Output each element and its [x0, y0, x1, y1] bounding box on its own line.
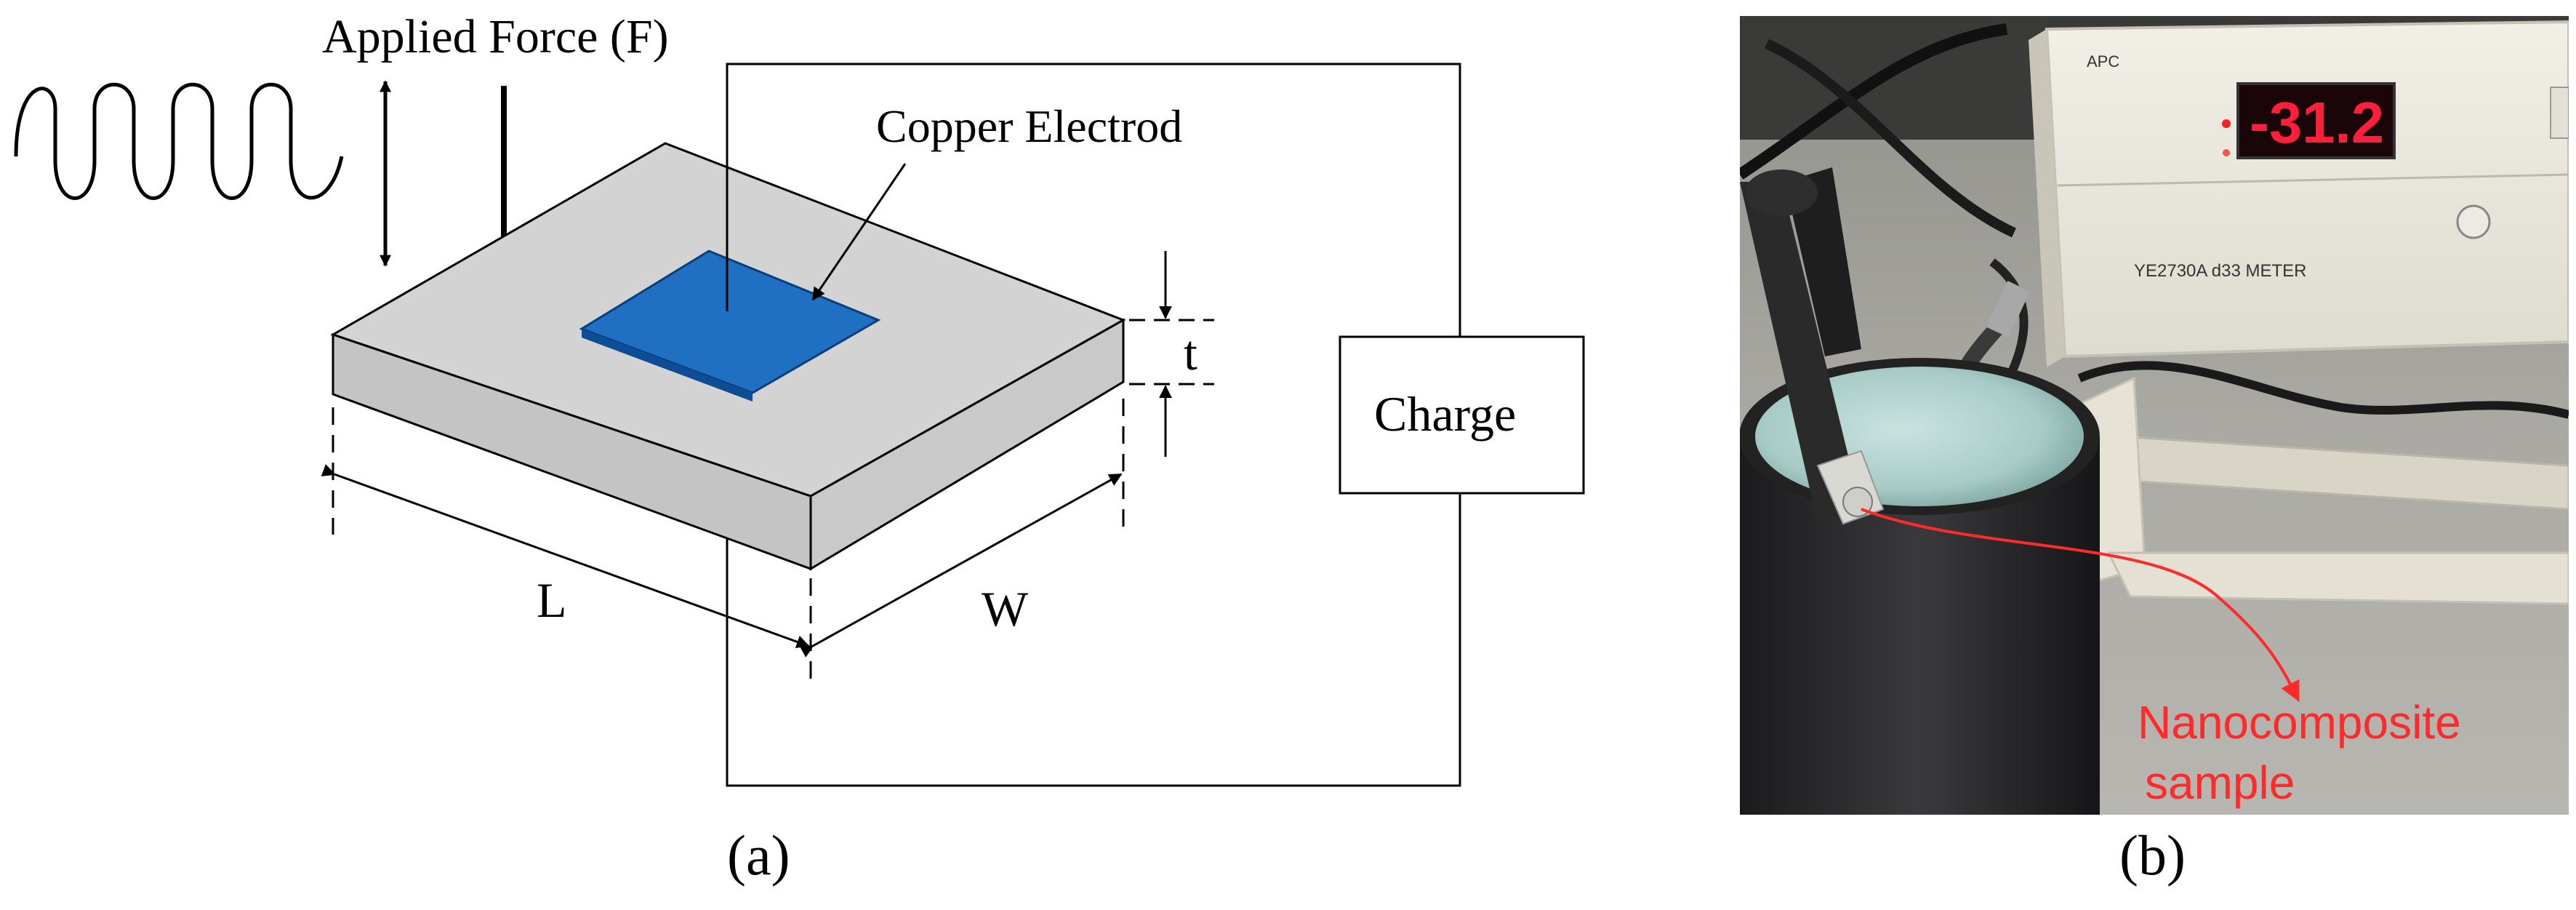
sample-annotation-line-2: sample: [2145, 757, 2295, 809]
length-label: L: [537, 572, 567, 628]
electrode-label: Copper Electrod: [876, 100, 1182, 152]
meter-brand: APC: [2087, 52, 2119, 71]
meter-model: YE2730A d33 METER: [2134, 261, 2306, 281]
caption-b: (b): [2119, 823, 2186, 887]
width-arrow: [799, 473, 1123, 658]
caption-a: (a): [727, 823, 790, 887]
applied-force-label: Applied Force (F): [322, 10, 669, 63]
meter-display-panel: [2236, 82, 2396, 159]
panel-a-schematic: Applied Force (F) Copper Electrod t L W …: [14, 10, 1585, 887]
electrode-leader-arrow: [811, 163, 907, 301]
sample-annotation-line-1: Nanocomposite: [2138, 696, 2461, 749]
thickness-dimension: [1129, 251, 1214, 457]
sine-wave-icon: [14, 82, 344, 200]
circuit-wire-bottom: [726, 493, 1461, 787]
sample-pointer-arrow: [1861, 508, 2300, 703]
copper-electrode-edge: [582, 329, 753, 402]
charge-box: [1339, 335, 1585, 495]
thickness-label: t: [1184, 325, 1197, 380]
length-arrow: [321, 464, 810, 648]
length-width-dimensions: [321, 399, 1125, 680]
width-label: W: [982, 581, 1029, 636]
panel-b-photo: -31.2 APC YE2730A d33 METER: [1740, 16, 2569, 887]
charge-label: Charge: [1374, 386, 1516, 442]
copper-electrode: [579, 250, 881, 394]
meter-display-value: -31.2: [2250, 90, 2384, 155]
